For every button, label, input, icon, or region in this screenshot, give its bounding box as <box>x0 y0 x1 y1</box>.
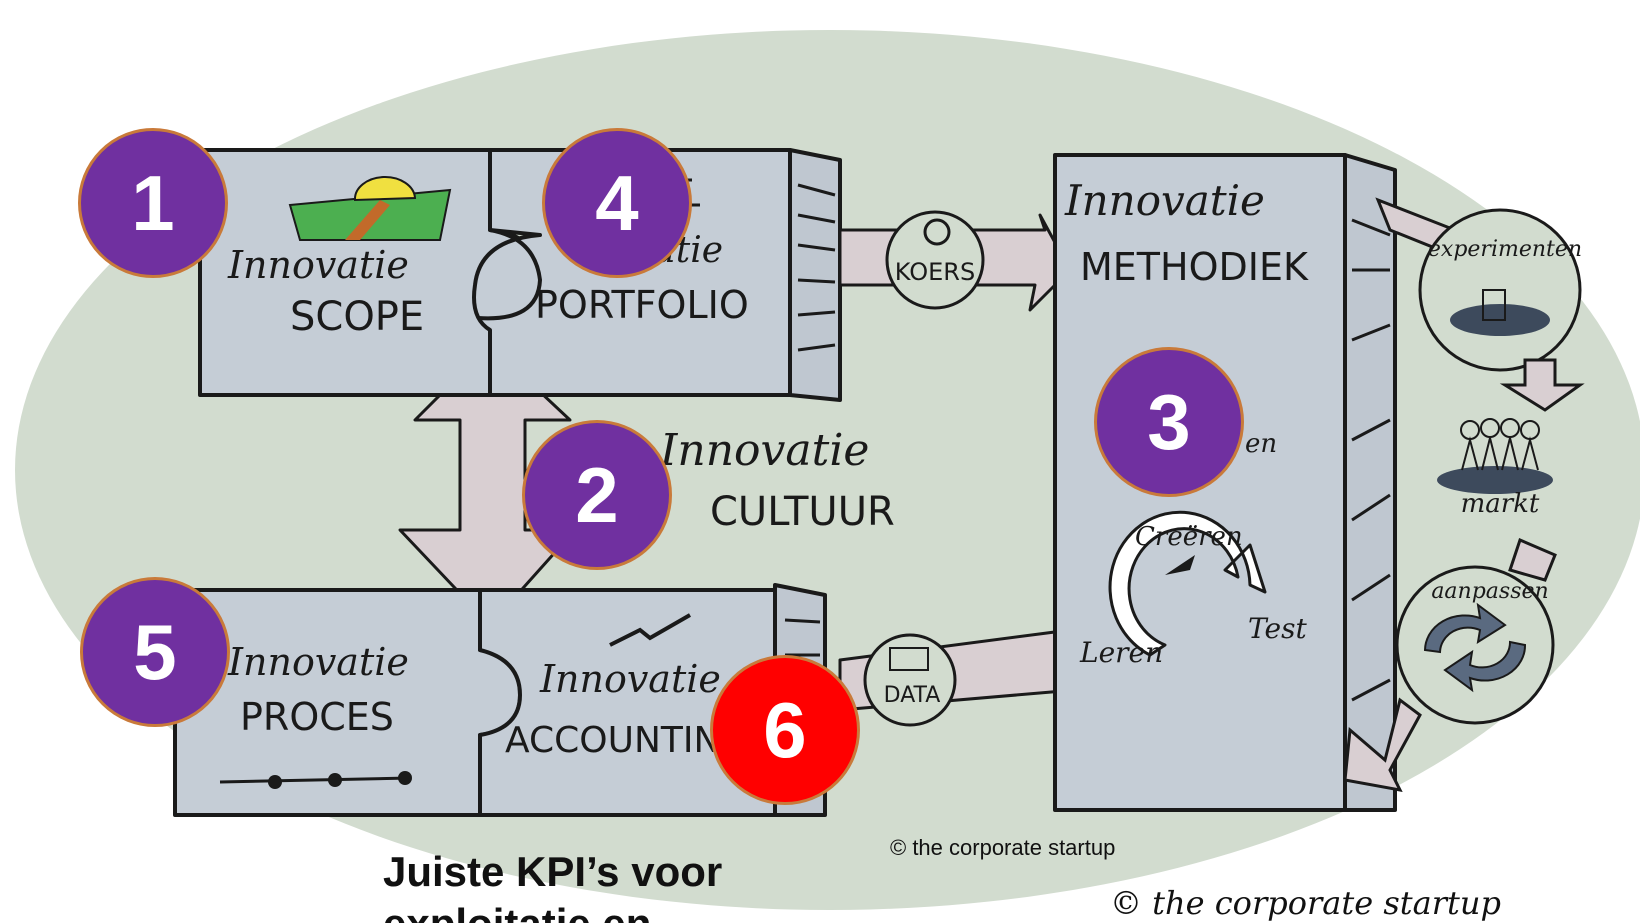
methodiek-line2: METHODIEK <box>1080 245 1309 289</box>
arrow-to-markt <box>1499 358 1585 412</box>
markt-label: markt <box>1461 489 1540 519</box>
data-circle <box>863 633 957 727</box>
proces-line2: PROCES <box>240 695 394 739</box>
accounting-line1: Innovatie <box>539 657 721 701</box>
kpi-caption: Juiste KPI’s voor exploitatie en <box>383 846 903 923</box>
badge-5: 5 <box>80 577 230 727</box>
kpi-caption-line1: Juiste KPI’s voor <box>383 848 723 895</box>
aanpassen-label: aanpassen <box>1431 579 1548 604</box>
data-label: DATA <box>884 683 941 708</box>
sun-icon <box>353 175 417 202</box>
copyright-handwritten: © the corporate startup <box>1110 884 1501 922</box>
badge-2: 2 <box>522 420 672 570</box>
aanpassen-circle <box>1395 565 1555 725</box>
proces-line1: Innovatie <box>227 640 409 684</box>
cultuur-line1: Innovatie <box>659 425 869 476</box>
badge-4: 4 <box>542 128 692 278</box>
compass-icon <box>923 218 951 246</box>
cycle-creeren: Creëren <box>1135 522 1243 552</box>
scope-line2: SCOPE <box>290 294 424 340</box>
portfolio-line2: PORTFOLIO <box>535 283 749 327</box>
block-methodiek: Innovatie METHODIEK <box>1053 153 1397 812</box>
cycle-leren: Leren <box>1079 636 1163 669</box>
side-flow: experimenten markt aanpassen <box>1343 197 1585 793</box>
table-icon <box>889 647 929 671</box>
block-scope: Innovatie SCOPE <box>198 148 542 397</box>
scope-line1: Innovatie <box>227 243 409 287</box>
block-proces: Innovatie PROCES <box>173 588 522 817</box>
koers-label: KOERS <box>895 258 975 286</box>
badge-1: 1 <box>78 128 228 278</box>
cycle-meten-fragment: en <box>1245 429 1277 459</box>
badge-3: 3 <box>1094 347 1244 497</box>
road-icon <box>345 200 390 240</box>
build-measure-learn-cycle: en Creëren Test Leren <box>1079 429 1307 669</box>
cycle-test: Test <box>1248 612 1307 645</box>
badge-6: 6 <box>710 655 860 805</box>
experimenten-label: experimenten <box>1428 237 1582 262</box>
cycle-pointer-icon <box>1165 555 1195 575</box>
cultuur-line2: CULTUUR <box>710 489 895 535</box>
copyright-small: © the corporate startup <box>890 835 1116 860</box>
refresh-icon <box>1423 602 1527 693</box>
methodiek-line1: Innovatie <box>1064 176 1265 225</box>
kpi-caption-line2: exploitatie en <box>383 898 903 923</box>
trend-icon <box>609 613 691 647</box>
arrow-to-aanpassen <box>1508 537 1557 582</box>
arrow-back-to-methodiek <box>1343 697 1422 793</box>
server-side-methodiek <box>1343 153 1397 812</box>
accounting-line2: ACCOUNTIN <box>505 720 720 761</box>
koers-circle <box>885 210 985 310</box>
crowd-icon <box>1437 466 1553 494</box>
process-timeline <box>219 776 411 784</box>
server-side-portfolio <box>788 148 842 402</box>
